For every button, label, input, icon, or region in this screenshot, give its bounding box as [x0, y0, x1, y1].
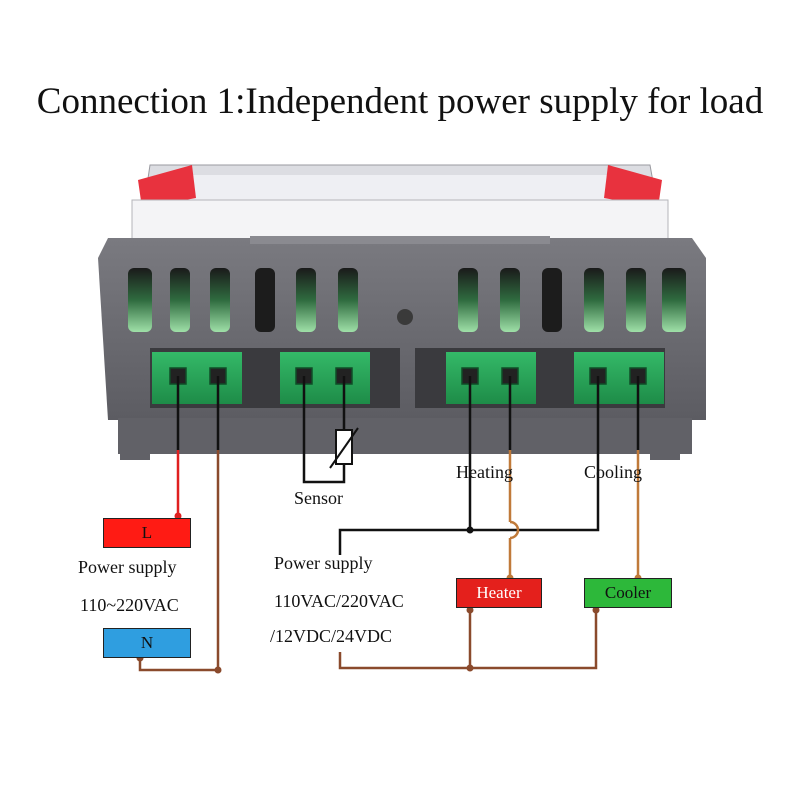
terminal-block-power — [152, 352, 242, 404]
wire-neutral — [138, 450, 220, 672]
diagram-title: Connection 1:Independent power supply fo… — [36, 81, 764, 122]
vent-slots — [128, 268, 686, 332]
cooling-label: Cooling — [584, 462, 643, 482]
controller-top — [131, 164, 669, 241]
terminal-block-cooling — [574, 352, 664, 404]
left-clip — [138, 165, 196, 208]
heating-label: Heating — [456, 462, 513, 482]
wiring — [136, 376, 642, 674]
live-terminal-box: L — [103, 518, 191, 548]
power-supply-right-voltage-ac: 110VAC/220VAC — [274, 591, 404, 611]
neutral-terminal-box: N — [103, 628, 191, 658]
cooler-box: Cooler — [584, 578, 672, 608]
power-supply-left-voltage: 110~220VAC — [80, 595, 179, 615]
power-supply-right-label: Power supply — [274, 553, 373, 573]
sensor-label: Sensor — [294, 488, 343, 508]
wire-load-live — [338, 450, 472, 555]
power-supply-right-voltage-dc: /12VDC/24VDC — [270, 626, 393, 646]
heater-box: Heater — [456, 578, 542, 608]
right-clip — [604, 165, 662, 208]
terminal-block-sensor — [280, 352, 370, 404]
center-screw — [397, 309, 413, 325]
terminal-block-heating — [446, 352, 536, 404]
terminal-area — [150, 348, 665, 408]
power-supply-left-label: Power supply — [78, 557, 177, 577]
